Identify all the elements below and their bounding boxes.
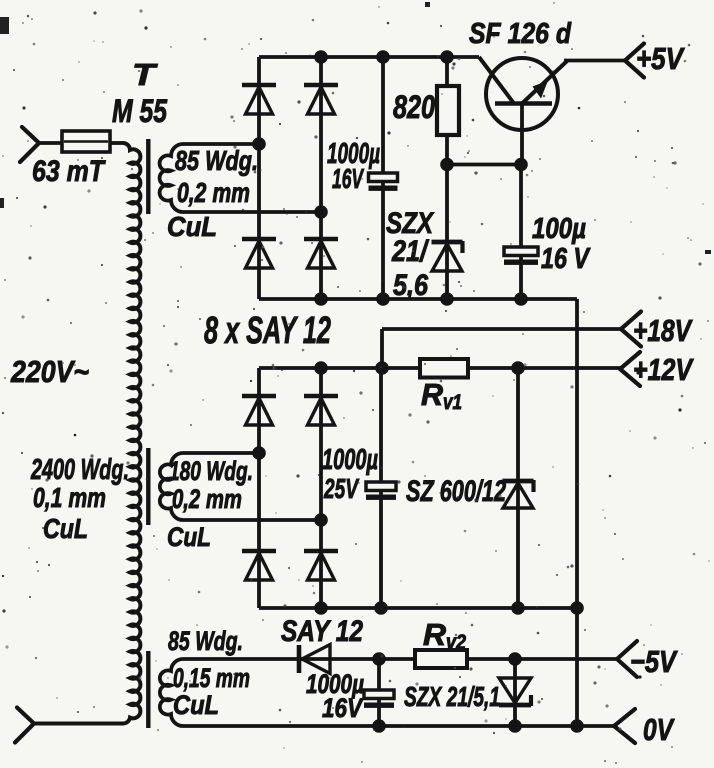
- svg-text:63 mT: 63 mT: [32, 155, 106, 188]
- svg-text:16 V: 16 V: [541, 243, 591, 275]
- svg-text:CuL: CuL: [43, 513, 88, 544]
- svg-text:+12V: +12V: [633, 352, 694, 387]
- svg-text:+18V: +18V: [633, 313, 693, 348]
- svg-text:SZX 21/5,1: SZX 21/5,1: [404, 681, 500, 712]
- svg-text:T: T: [132, 57, 159, 92]
- svg-text:1000µ: 1000µ: [322, 444, 378, 476]
- svg-text:820: 820: [393, 89, 435, 125]
- svg-text:5,6: 5,6: [393, 269, 428, 302]
- svg-text:16V: 16V: [322, 693, 364, 723]
- svg-text:M 55: M 55: [112, 93, 168, 129]
- svg-text:180 Wdg.: 180 Wdg.: [169, 456, 253, 486]
- svg-text:1000µ: 1000µ: [327, 138, 380, 170]
- svg-text:R: R: [421, 377, 444, 412]
- svg-text:v2: v2: [446, 631, 466, 654]
- svg-text:R: R: [423, 617, 447, 652]
- svg-text:1000µ: 1000µ: [306, 669, 364, 699]
- svg-text:CuL: CuL: [167, 522, 211, 552]
- svg-text:85 Wdg.: 85 Wdg.: [175, 145, 258, 176]
- svg-text:+5V: +5V: [636, 41, 685, 76]
- svg-text:CuL: CuL: [173, 690, 219, 720]
- svg-text:85 Wdg.: 85 Wdg.: [168, 626, 243, 656]
- svg-text:100µ: 100µ: [532, 213, 586, 245]
- svg-text:8 x SAY 12: 8 x SAY 12: [204, 310, 331, 352]
- svg-text:CuL: CuL: [167, 211, 217, 242]
- svg-text:0,1 mm: 0,1 mm: [33, 482, 106, 513]
- svg-text:−5V: −5V: [630, 644, 678, 679]
- svg-text:0,2 mm: 0,2 mm: [177, 177, 250, 208]
- svg-text:SF 126 d: SF 126 d: [469, 18, 572, 50]
- svg-text:0V: 0V: [643, 712, 675, 747]
- svg-text:v1: v1: [443, 391, 462, 414]
- svg-text:25V: 25V: [323, 473, 359, 504]
- svg-text:220V~: 220V~: [10, 354, 89, 389]
- svg-text:21/: 21/: [391, 235, 429, 268]
- svg-text:SAY 12: SAY 12: [281, 615, 363, 648]
- svg-text:0,15 mm: 0,15 mm: [173, 663, 250, 693]
- svg-text:SZ 600/12: SZ 600/12: [406, 475, 506, 508]
- svg-text:16V: 16V: [332, 163, 364, 194]
- svg-text:SZX: SZX: [386, 207, 435, 240]
- svg-text:0,2 mm: 0,2 mm: [172, 484, 242, 514]
